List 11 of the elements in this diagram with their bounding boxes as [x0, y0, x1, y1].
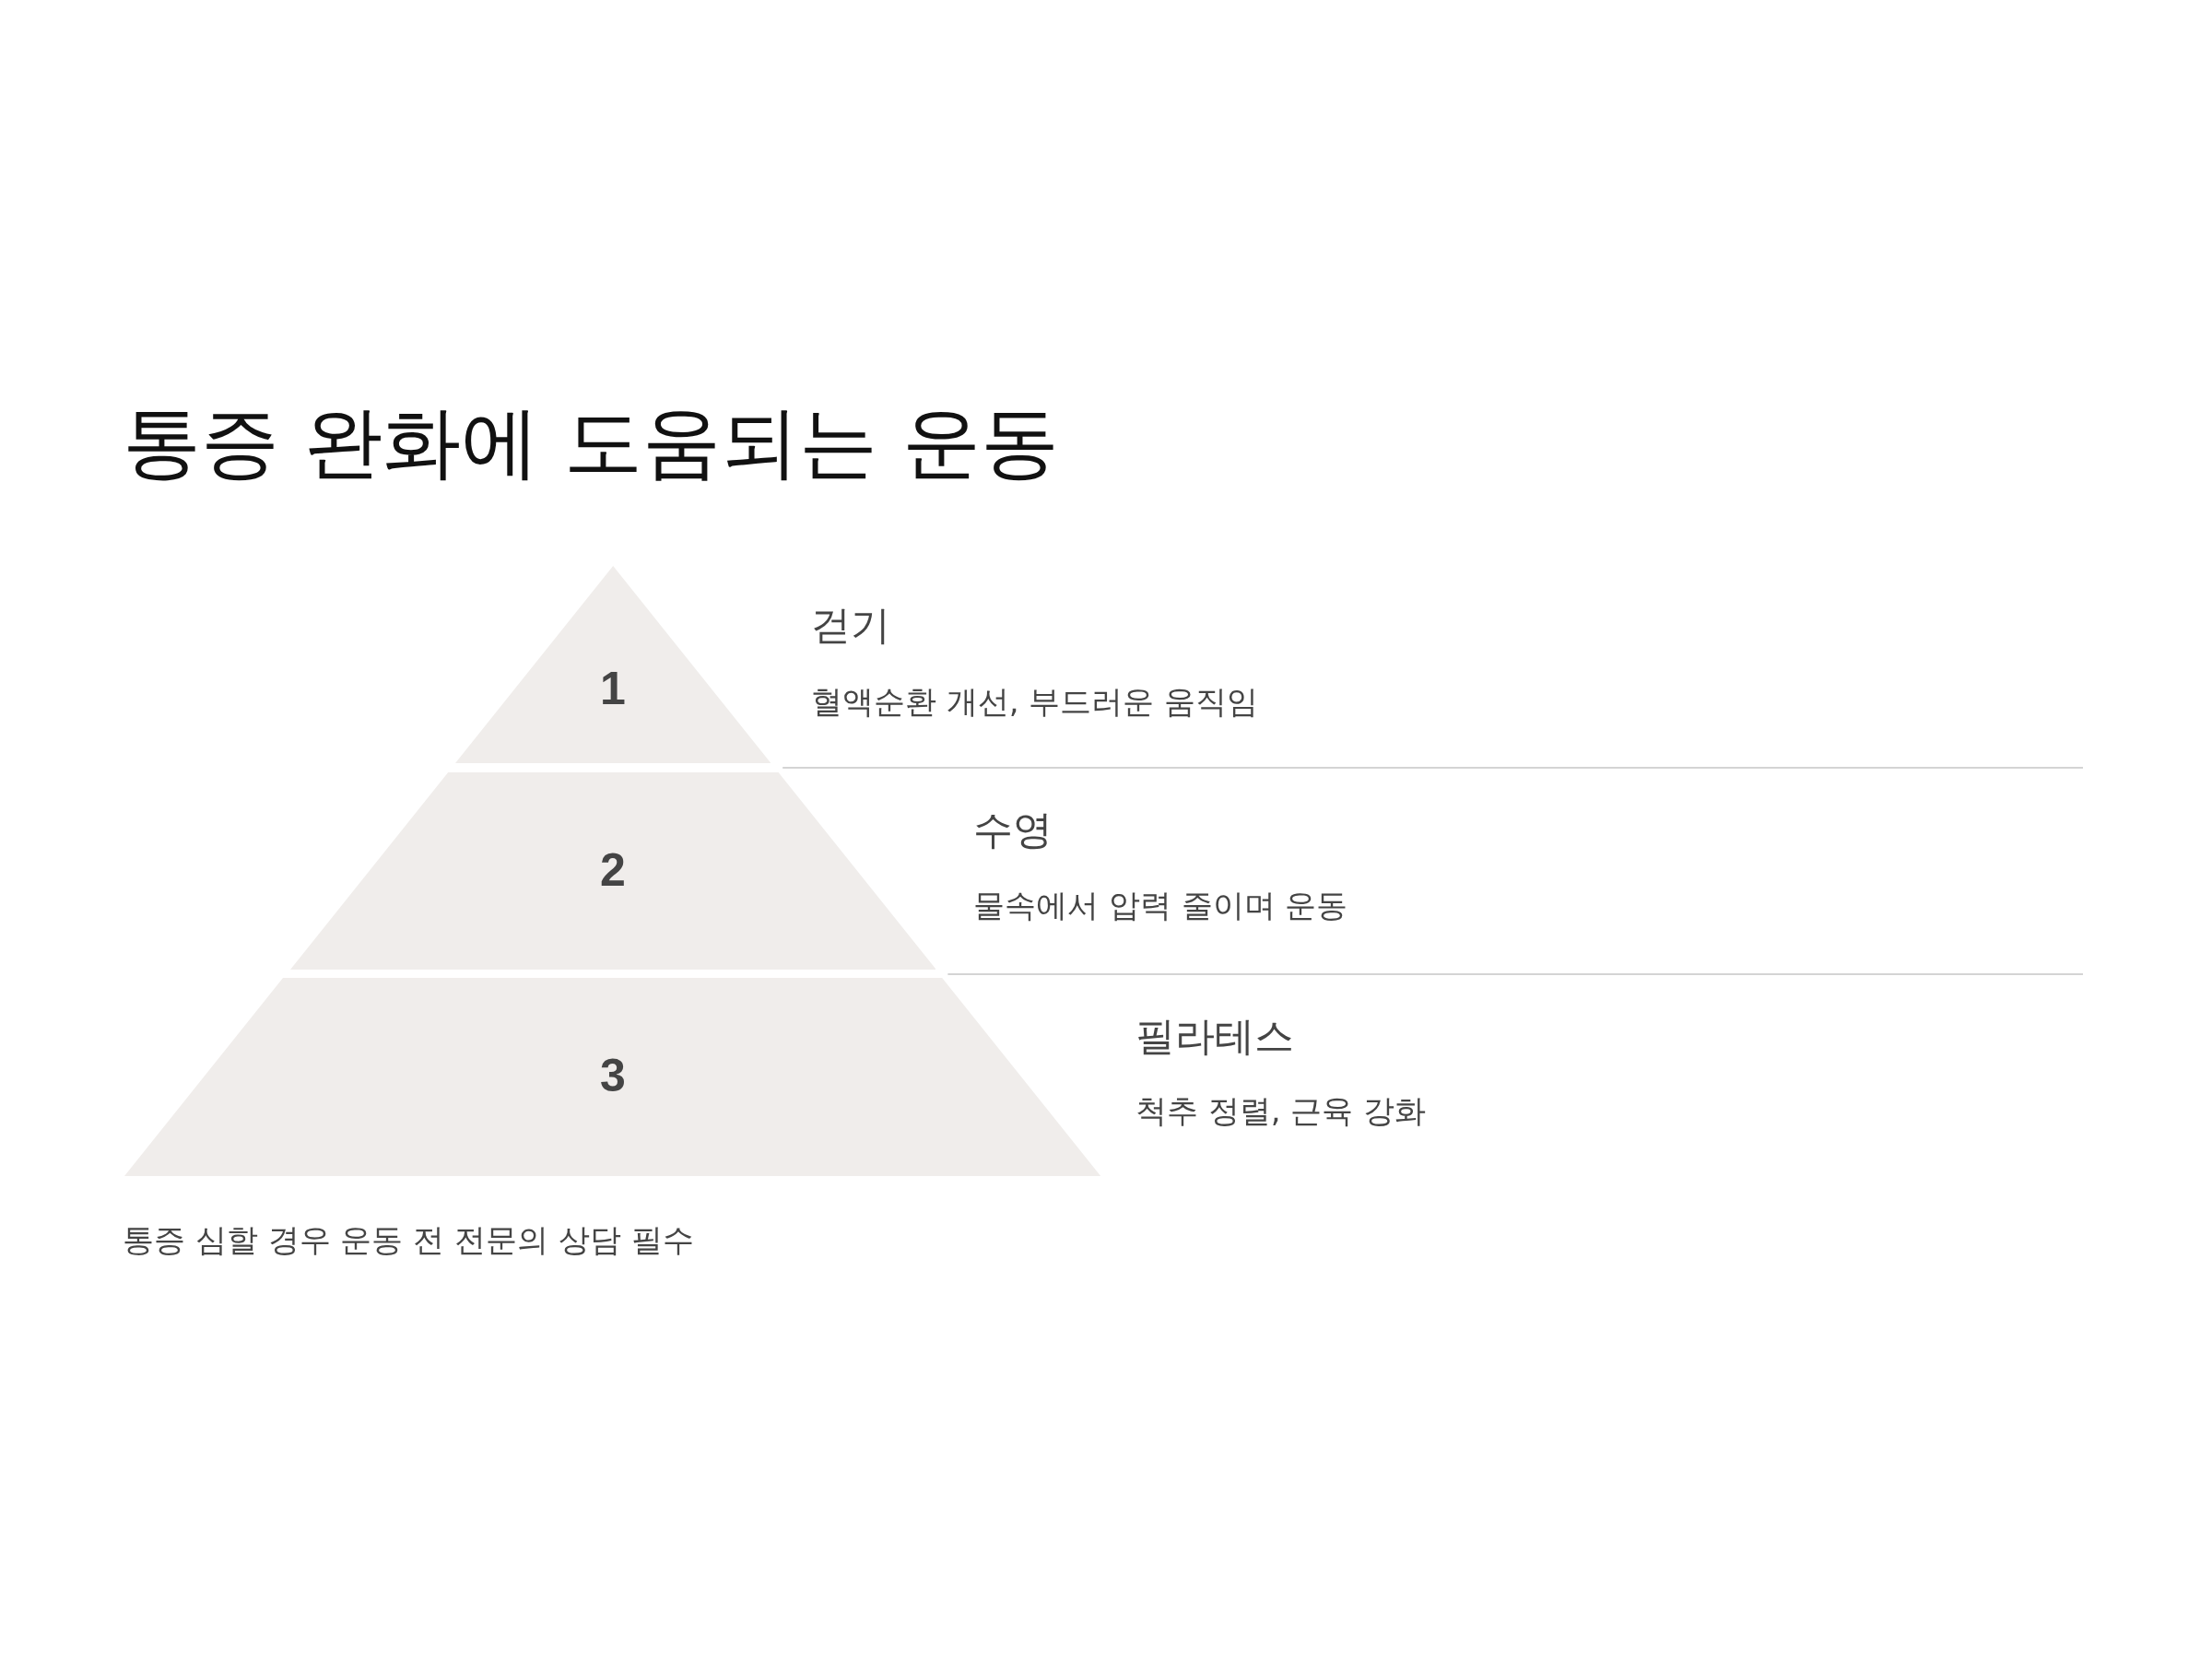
tier-description: 물속에서 압력 줄이며 운동	[973, 886, 1348, 924]
tier-description: 척추 정렬, 근육 강화	[1135, 1091, 1427, 1130]
tier-number: 3	[600, 1049, 626, 1103]
tier-heading: 필라테스	[1135, 1013, 1294, 1061]
tier-number: 1	[600, 662, 626, 716]
tier-number: 2	[600, 843, 626, 898]
tier-description: 혈액순환 개선, 부드러운 움직임	[811, 682, 1259, 721]
tier-heading: 걷기	[811, 602, 890, 650]
note: 통증 심할 경우 운동 전 전문의 상담 필수	[123, 1220, 694, 1259]
title: 통증 완화에 도움되는 운동	[123, 395, 1060, 489]
tier-heading: 수영	[973, 806, 1053, 854]
